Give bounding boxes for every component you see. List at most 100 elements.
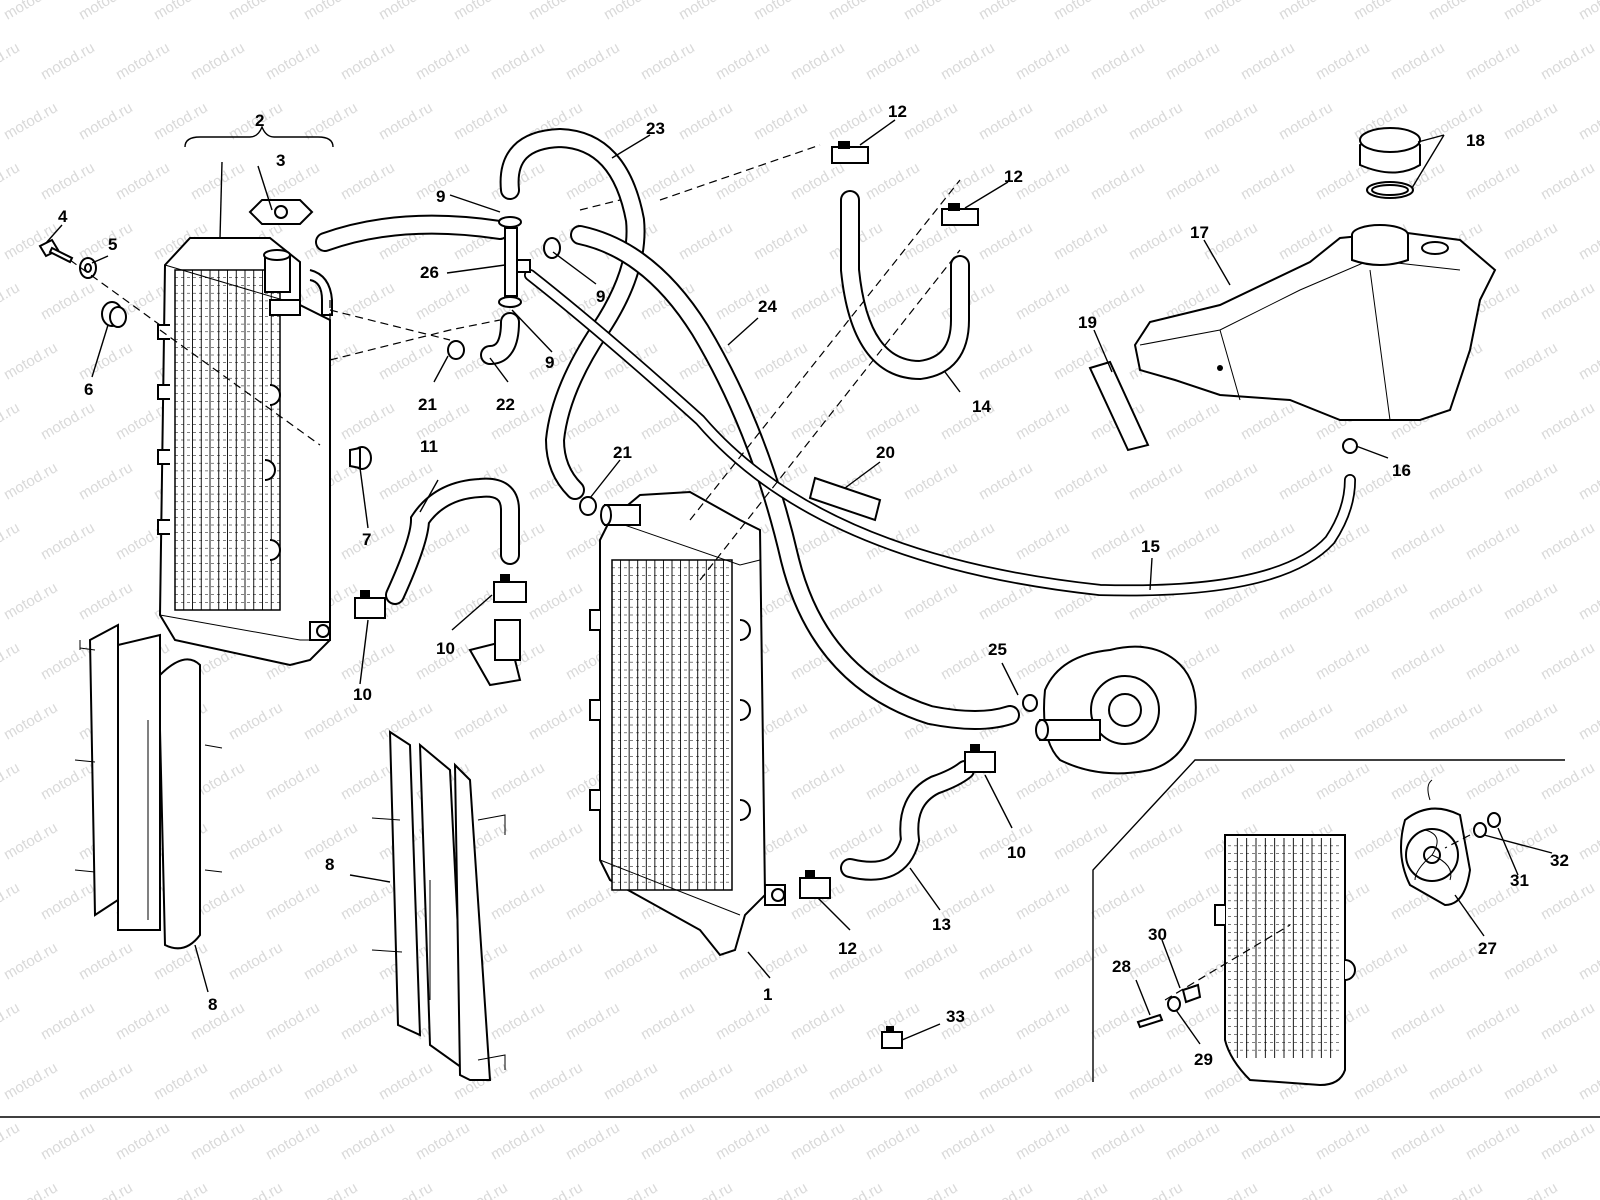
watermark-text: motod.ru: [676, 99, 736, 143]
watermark-text: motod.ru: [451, 699, 511, 743]
watermark-text: motod.ru: [901, 459, 961, 503]
watermark-text: motod.ru: [526, 579, 586, 623]
watermark-text: motod.ru: [901, 99, 961, 143]
watermark-text: motod.ru: [226, 0, 286, 23]
watermark-text: motod.ru: [826, 1179, 886, 1200]
watermark-text: motod.ru: [38, 159, 98, 203]
watermark-text: motod.ru: [1538, 999, 1598, 1043]
watermark-text: motod.ru: [1576, 699, 1600, 743]
watermark-text: motod.ru: [301, 1059, 361, 1103]
watermark-text: motod.ru: [1126, 939, 1186, 983]
watermark-text: motod.ru: [1576, 1059, 1600, 1103]
watermark-text: motod.ru: [526, 1179, 586, 1200]
callout-bolt: 4: [58, 207, 68, 226]
watermark-text: motod.ru: [826, 0, 886, 23]
watermark-text: motod.ru: [1201, 699, 1261, 743]
callout-hose-15: 15: [1141, 537, 1160, 556]
callout-radiator-cap: 3: [276, 151, 285, 170]
watermark-text: motod.ru: [0, 999, 23, 1043]
watermark-text: motod.ru: [1238, 159, 1298, 203]
watermark-text: motod.ru: [976, 819, 1036, 863]
watermark-text: motod.ru: [1501, 339, 1561, 383]
watermark-text: motod.ru: [751, 99, 811, 143]
watermark-text: motod.ru: [1, 699, 61, 743]
watermark-text: motod.ru: [451, 99, 511, 143]
watermark-text: motod.ru: [1576, 459, 1600, 503]
watermark-text: motod.ru: [938, 39, 998, 83]
watermark-text: motod.ru: [263, 39, 323, 83]
watermark-text: motod.ru: [1, 459, 61, 503]
watermark-text: motod.ru: [376, 459, 436, 503]
watermark-text: motod.ru: [788, 999, 848, 1043]
watermark-text: motod.ru: [676, 0, 736, 23]
watermark-text: motod.ru: [638, 1119, 698, 1163]
group-brace: [184, 125, 334, 148]
watermark-text: motod.ru: [1576, 0, 1600, 23]
dash-lines: [329, 144, 961, 581]
watermark-text: motod.ru: [188, 159, 248, 203]
watermark-text: motod.ru: [1463, 999, 1523, 1043]
watermark-text: motod.ru: [713, 999, 773, 1043]
watermark-text: motod.ru: [526, 699, 586, 743]
watermark-text: motod.ru: [1538, 39, 1598, 83]
callout-fan-nut: 32: [1550, 851, 1569, 870]
watermark-text: motod.ru: [1576, 219, 1600, 263]
watermark-text: motod.ru: [151, 1059, 211, 1103]
watermark-text: motod.ru: [1088, 879, 1148, 923]
bolt: [38, 238, 74, 264]
watermark-text: motod.ru: [1276, 99, 1336, 143]
watermark-text: motod.ru: [451, 1179, 511, 1200]
callout-clamp-top2: 12: [1004, 167, 1023, 186]
watermark-text: motod.ru: [338, 999, 398, 1043]
watermark-text: motod.ru: [113, 999, 173, 1043]
watermark-text: motod.ru: [376, 99, 436, 143]
callout-tank-cap: 18: [1466, 131, 1485, 150]
watermark-text: motod.ru: [1, 0, 61, 23]
watermark-text: motod.ru: [338, 279, 398, 323]
watermark-text: motod.ru: [1163, 759, 1223, 803]
callout-hose-22: 22: [496, 395, 515, 414]
watermark-text: motod.ru: [788, 39, 848, 83]
watermark-text: motod.ru: [1276, 579, 1336, 623]
watermark-text: motod.ru: [638, 39, 698, 83]
watermark-text: motod.ru: [1201, 99, 1261, 143]
watermark-text: motod.ru: [1388, 639, 1448, 683]
watermark-text: motod.ru: [1463, 519, 1523, 563]
watermark-text: motod.ru: [1, 1179, 61, 1200]
watermark-text: motod.ru: [1426, 0, 1486, 23]
watermark-text: motod.ru: [151, 0, 211, 23]
watermark-text: motod.ru: [1426, 939, 1486, 983]
watermark-text: motod.ru: [976, 99, 1036, 143]
callout-pad-19: 19: [1078, 313, 1097, 332]
watermark-text: motod.ru: [751, 1179, 811, 1200]
watermark-text: motod.ru: [676, 1179, 736, 1200]
watermark-text: motod.ru: [1013, 399, 1073, 443]
watermark-text: motod.ru: [938, 159, 998, 203]
watermark-text: motod.ru: [1426, 699, 1486, 743]
watermark-text: motod.ru: [1276, 699, 1336, 743]
watermark-text: motod.ru: [938, 1119, 998, 1163]
watermark-text: motod.ru: [1388, 999, 1448, 1043]
watermark-text: motod.ru: [638, 159, 698, 203]
watermark-text: motod.ru: [1313, 1119, 1373, 1163]
watermark-text: motod.ru: [601, 1179, 661, 1200]
watermark-text: motod.ru: [901, 1059, 961, 1103]
watermark-text: motod.ru: [751, 339, 811, 383]
watermark-text: motod.ru: [488, 999, 548, 1043]
watermark-text: motod.ru: [0, 279, 23, 323]
watermark-text: motod.ru: [1576, 339, 1600, 383]
watermark-text: motod.ru: [1426, 579, 1486, 623]
callout-fan: 27: [1478, 939, 1497, 958]
callout-washer: 5: [108, 235, 117, 254]
watermark-text: motod.ru: [1576, 1179, 1600, 1200]
callout-hose-13: 13: [932, 915, 951, 934]
watermark-text: motod.ru: [1538, 759, 1598, 803]
watermark-text: motod.ru: [788, 759, 848, 803]
washer: [79, 257, 97, 279]
watermark-text: motod.ru: [0, 639, 23, 683]
watermark-text: motod.ru: [1576, 579, 1600, 623]
watermark-text: motod.ru: [976, 219, 1036, 263]
watermark-text: motod.ru: [0, 159, 23, 203]
callout-fan-spacer: 30: [1148, 925, 1167, 944]
watermark-text: motod.ru: [1, 579, 61, 623]
